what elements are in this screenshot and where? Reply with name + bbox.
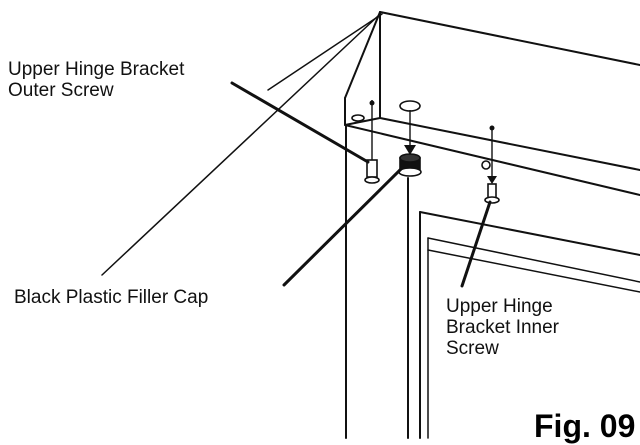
filler-cap-leader (282, 166, 404, 287)
label-inner-screw-line-2: Bracket Inner (446, 317, 559, 338)
label-outer-screw-line-1: Upper Hinge Bracket (8, 59, 185, 80)
door-frame-groove-2 (427, 249, 640, 293)
cabinet-top-front-edge (379, 11, 640, 66)
cabinet-top-inner-edge (379, 117, 640, 171)
cabinet-wall-line-1 (267, 13, 383, 91)
door-frame-top (419, 211, 640, 256)
cabinet-top-side-top (344, 11, 381, 99)
label-outer-screw: Upper Hinge Bracket Outer Screw (8, 59, 184, 101)
label-inner-screw-line-1: Upper Hinge (446, 296, 553, 317)
cap-recess (399, 100, 421, 112)
filler-cap-icon (398, 110, 422, 177)
outer-screw-icon (364, 100, 380, 184)
label-inner-screw: Upper Hinge Bracket Inner Screw (446, 296, 559, 359)
inner-screw-leader (460, 200, 492, 288)
outer-screw-leader (230, 81, 370, 164)
label-outer-screw-line-2: Outer Screw (8, 80, 114, 101)
bracket-hole-left (351, 114, 365, 122)
label-filler-cap: Black Plastic Filler Cap (14, 287, 209, 308)
door-frame-groove (427, 237, 640, 283)
inner-screw-icon (484, 125, 500, 204)
cabinet-top-side-bottom (344, 97, 381, 126)
cabinet-wall-line-2 (101, 15, 379, 276)
label-inner-screw-line-3: Screw (446, 338, 499, 359)
figure-caption: Fig. 09 (534, 408, 636, 444)
inner-screw-hole (481, 160, 491, 170)
